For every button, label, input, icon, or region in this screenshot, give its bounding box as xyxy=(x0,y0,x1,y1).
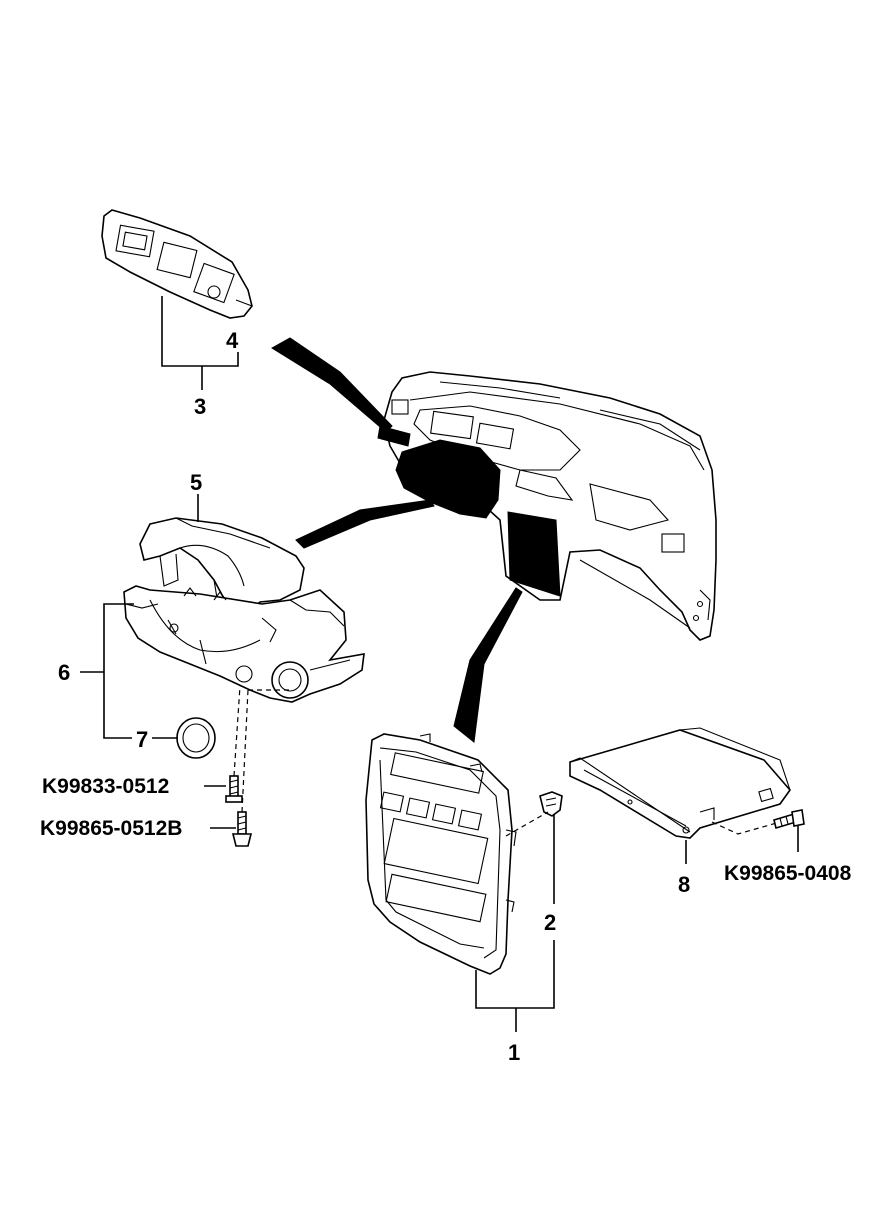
callout-2: 2 xyxy=(544,910,556,935)
callout-7: 7 xyxy=(136,727,148,752)
ring-part-7 xyxy=(176,717,216,759)
screw-k99865-0512b xyxy=(231,811,253,847)
dashboard-assembly xyxy=(271,337,717,743)
column-cover-lower-part-6 xyxy=(123,585,365,703)
part-number-k99865-0408: K99865-0408 xyxy=(724,862,852,885)
callout-1: 1 xyxy=(508,1040,520,1065)
audio-unit-part-8 xyxy=(569,727,792,839)
clip-part-2 xyxy=(539,791,563,817)
screw-k99865-0408 xyxy=(773,809,805,830)
screw-guide-line-1 xyxy=(233,685,241,777)
callout-8: 8 xyxy=(678,872,690,897)
part-number-k99865-0512b: K99865-0512B xyxy=(40,817,182,840)
switch-panel-part-4 xyxy=(101,209,253,319)
callout-4: 4 xyxy=(226,328,239,353)
center-bezel-part-1 xyxy=(365,733,517,975)
screw-k99833-0512 xyxy=(225,775,243,803)
leader-lines xyxy=(80,296,799,1032)
callout-5: 5 xyxy=(190,470,202,495)
part-number-k99833-0512: K99833-0512 xyxy=(42,775,169,798)
clip-guide-line xyxy=(505,811,549,837)
screw-guide-line-4 xyxy=(711,821,781,835)
screw-guide-line-2 xyxy=(241,689,249,813)
callout-6: 6 xyxy=(58,660,70,685)
callout-3: 3 xyxy=(194,394,206,419)
